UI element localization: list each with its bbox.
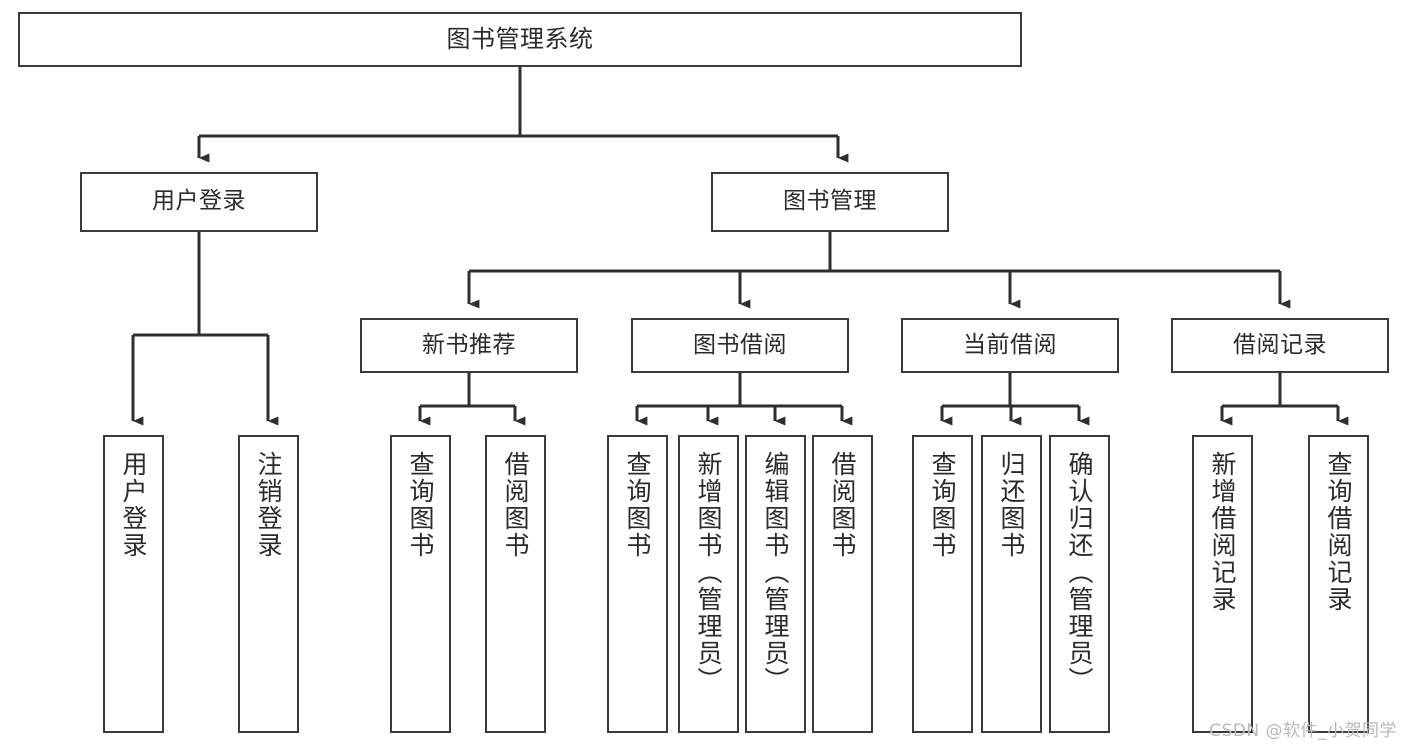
node-new-book-recommend[interactable]: 新书推荐 [360, 318, 578, 373]
leaf-add-book[interactable]: 新增图书（管理员） [678, 435, 739, 733]
leaf-query-book-2-label: 查询图书 [623, 451, 652, 559]
leaf-confirm-return[interactable]: 确认归还（管理员） [1049, 435, 1110, 733]
leaf-borrow-book-1[interactable]: 借阅图书 [485, 435, 546, 733]
leaf-add-book-label: 新增图书（管理员） [694, 451, 723, 694]
node-book-manage[interactable]: 图书管理 [711, 172, 949, 232]
node-user-login-label: 用户登录 [152, 188, 246, 215]
node-borrow-record[interactable]: 借阅记录 [1171, 318, 1389, 373]
node-root-label: 图书管理系统 [446, 25, 594, 54]
leaf-query-book-1-label: 查询图书 [406, 451, 435, 559]
node-user-login[interactable]: 用户登录 [80, 172, 318, 232]
leaf-logout-login-label: 注销登录 [254, 451, 283, 559]
node-book-borrow-label: 图书借阅 [693, 331, 787, 358]
leaf-return-book[interactable]: 归还图书 [981, 435, 1042, 733]
leaf-borrow-book-2[interactable]: 借阅图书 [812, 435, 873, 733]
node-root[interactable]: 图书管理系统 [18, 12, 1022, 67]
leaf-add-record[interactable]: 新增借阅记录 [1192, 435, 1253, 733]
leaf-query-book-1[interactable]: 查询图书 [390, 435, 451, 733]
leaf-edit-book-label: 编辑图书（管理员） [761, 451, 790, 694]
leaf-borrow-book-2-label: 借阅图书 [828, 451, 857, 559]
csdn-watermark: CSDN @软件_小贺同学 [1209, 721, 1397, 741]
node-book-borrow[interactable]: 图书借阅 [631, 318, 849, 373]
node-current-borrow-label: 当前借阅 [963, 331, 1057, 358]
leaf-return-book-label: 归还图书 [997, 451, 1026, 559]
leaf-query-book-3-label: 查询图书 [928, 451, 957, 559]
node-borrow-record-label: 借阅记录 [1233, 331, 1327, 358]
node-book-manage-label: 图书管理 [783, 188, 877, 215]
leaf-query-record[interactable]: 查询借阅记录 [1308, 435, 1369, 733]
leaf-query-book-3[interactable]: 查询图书 [912, 435, 973, 733]
leaf-edit-book[interactable]: 编辑图书（管理员） [745, 435, 806, 733]
leaf-add-record-label: 新增借阅记录 [1208, 451, 1237, 613]
leaf-user-login-label: 用户登录 [119, 451, 148, 559]
leaf-confirm-return-label: 确认归还（管理员） [1065, 451, 1094, 694]
leaf-query-book-2[interactable]: 查询图书 [607, 435, 668, 733]
leaf-logout-login[interactable]: 注销登录 [238, 435, 299, 733]
leaf-query-record-label: 查询借阅记录 [1324, 451, 1353, 613]
leaf-borrow-book-1-label: 借阅图书 [501, 451, 530, 559]
node-new-book-recommend-label: 新书推荐 [422, 331, 516, 358]
leaf-user-login[interactable]: 用户登录 [103, 435, 164, 733]
node-current-borrow[interactable]: 当前借阅 [901, 318, 1119, 373]
